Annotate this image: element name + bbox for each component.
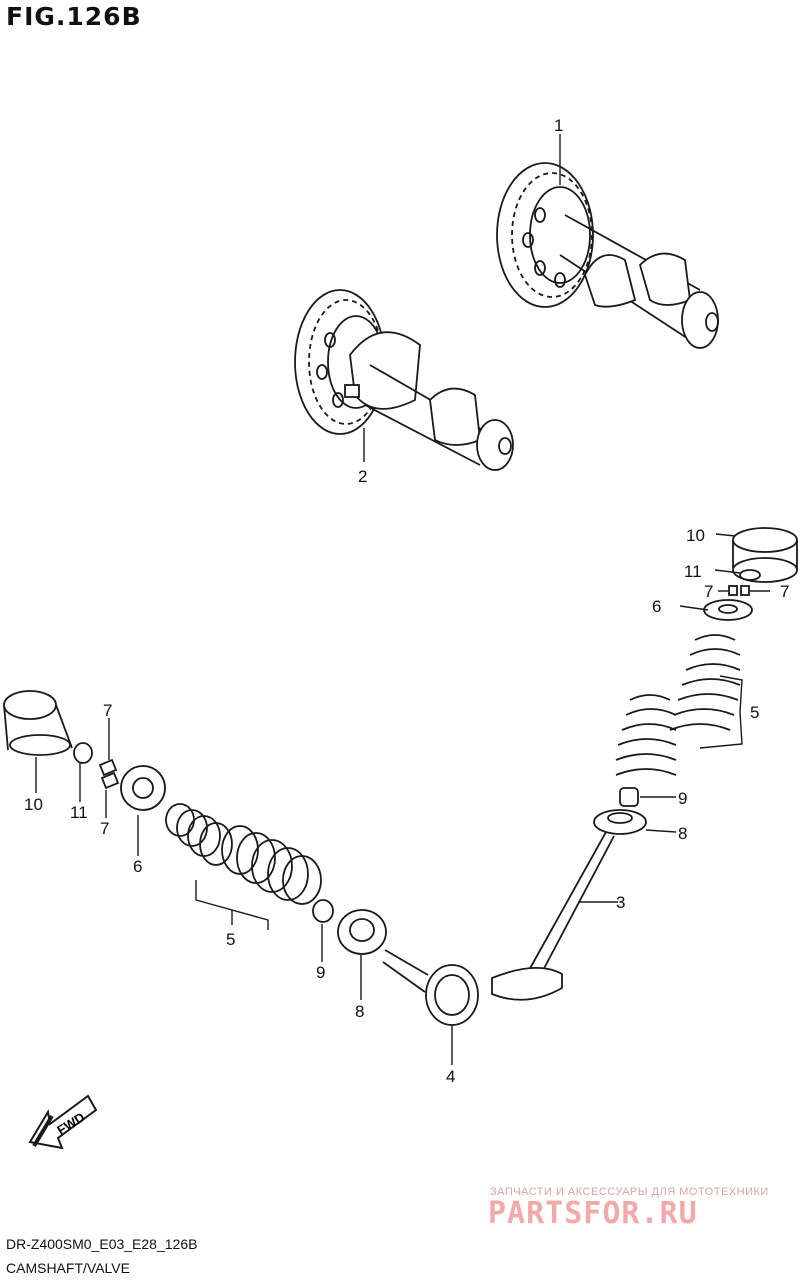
camshaft-1	[496, 162, 719, 349]
camshaft-2	[294, 289, 514, 471]
leader-lines	[35, 134, 770, 1065]
callout-8-left: 8	[355, 1002, 364, 1021]
callout-4: 4	[446, 1067, 455, 1086]
valve-assembly-right	[491, 527, 798, 1001]
callout-10-right: 10	[686, 526, 705, 545]
watermark-tagline: ЗАПЧАСТИ И АКСЕССУАРЫ ДЛЯ МОТОТЕХНИКИ	[490, 1186, 769, 1198]
diagram-reference-code: DR-Z400SM0_E03_E28_126B	[6, 1236, 198, 1252]
callout-numbers: 1 2 3 4 5 5 6 6 7 7 7 7 8 8 9 9 10 10 11…	[24, 116, 789, 1086]
callout-9-left: 9	[316, 963, 325, 982]
valve-spring-right	[615, 634, 741, 776]
callout-7-right-a: 7	[704, 582, 713, 601]
callout-7-right-b: 7	[780, 582, 789, 601]
callout-9-right: 9	[678, 789, 687, 808]
callout-8-right: 8	[678, 824, 687, 843]
fwd-arrow: FWD	[28, 1094, 98, 1150]
callout-6-right: 6	[652, 597, 661, 616]
figure-title: FIG.126B	[6, 2, 142, 31]
callout-1: 1	[554, 116, 563, 135]
callout-7-left-b: 7	[100, 819, 109, 838]
watermark-logo: PARTSFOR.RU	[488, 1196, 698, 1231]
callout-7-left-a: 7	[103, 701, 112, 720]
callout-2: 2	[358, 467, 367, 486]
callout-3: 3	[616, 893, 625, 912]
callout-5-left: 5	[226, 930, 235, 949]
callout-11-right: 11	[684, 562, 702, 581]
valve-assembly-left	[3, 690, 479, 1026]
diagram-caption: CAMSHAFT/VALVE	[6, 1260, 130, 1276]
callout-11-left: 11	[70, 803, 88, 822]
callout-10-left: 10	[24, 795, 43, 814]
valve-spring-left	[165, 803, 322, 905]
callout-5-right: 5	[750, 703, 759, 722]
callout-6-left: 6	[133, 857, 142, 876]
